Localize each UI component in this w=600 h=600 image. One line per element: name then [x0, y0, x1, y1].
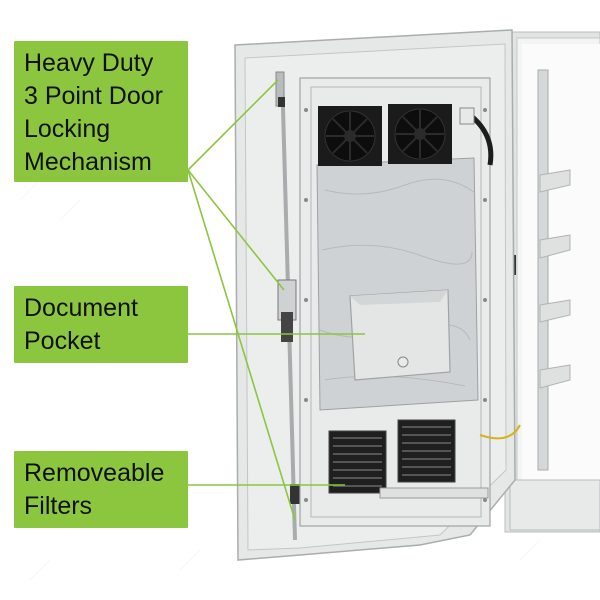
document-pocket	[349, 289, 451, 381]
label-line: Document	[24, 294, 138, 322]
cooling-fan-left	[318, 106, 382, 166]
document-pocket-label: Document Pocket	[14, 286, 188, 363]
earth-wire	[479, 424, 521, 440]
label-line: Heavy Duty	[24, 49, 154, 77]
label-line: Locking	[24, 115, 111, 143]
label-line: Removeable	[24, 459, 165, 487]
removeable-filters-label: Removeable Filters	[14, 451, 188, 528]
leader-lines	[187, 79, 365, 521]
cabinet-body	[502, 31, 600, 533]
filter-left	[328, 430, 387, 494]
label-line: Pocket	[24, 327, 101, 355]
filter-right	[397, 419, 456, 483]
label-line: Filters	[24, 492, 93, 520]
label-line: Mechanism	[24, 148, 152, 176]
cooling-fan-right	[388, 104, 452, 164]
door-handle-rail	[379, 487, 489, 499]
label-line: 3 Point Door	[24, 82, 163, 110]
locking-mechanism-label: Heavy Duty 3 Point Door Locking Mechanis…	[14, 41, 188, 182]
